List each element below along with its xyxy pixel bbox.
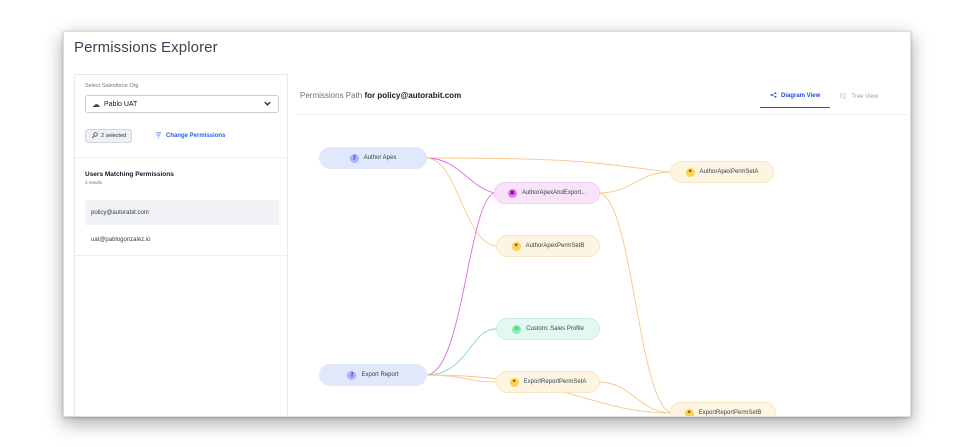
- key-icon: ⚷: [349, 153, 359, 163]
- node-export-report-permset-b[interactable]: ✦ ExportReportPermSetB: [670, 402, 776, 416]
- tree-icon: [840, 93, 847, 101]
- users-count: 2 results: [85, 180, 103, 185]
- diagram-connections: [425, 157, 674, 414]
- chevron-down-icon: [263, 99, 272, 110]
- edge-author-apex-to-permset-b: [425, 157, 497, 247]
- sidebar-divider: [75, 157, 287, 158]
- profile-icon: ☺: [512, 324, 522, 334]
- cloud-icon: ☁: [92, 99, 100, 109]
- permission-set-icon: ✦: [685, 167, 695, 177]
- sidebar-divider: [75, 255, 287, 256]
- org-select[interactable]: ☁ Pablo UAT: [85, 95, 279, 113]
- tab-diagram-view[interactable]: Diagram View: [760, 92, 831, 108]
- tab-label: Diagram View: [781, 93, 821, 99]
- node-author-apex-permset-a[interactable]: ✦ AuthorApexPermSetA: [670, 161, 774, 183]
- selected-permissions-chip[interactable]: 2 selected: [85, 129, 133, 143]
- edge-group-to-permset-a: [597, 171, 671, 194]
- node-author-apex-permset-b[interactable]: ✦ AuthorApexPermSetB: [496, 235, 600, 257]
- permissions-diagram: ⚷ Author Apex ⚷ Export Report ▣ AuthorAp…: [288, 74, 910, 416]
- node-label: AuthorApexPermSetA: [699, 169, 759, 175]
- app-window: Permissions Explorer Select Salesforce O…: [63, 31, 911, 417]
- edge-author-apex-to-group: [425, 157, 495, 194]
- node-export-report-permset-a[interactable]: ✦ ExportReportPermSetA: [496, 371, 600, 393]
- node-label: Custom: Sales Profile: [526, 326, 584, 332]
- user-item-policy[interactable]: policy@autorabit.com: [85, 200, 279, 225]
- permission-set-icon: ✦: [511, 241, 521, 251]
- change-permissions-link[interactable]: Change Permissions: [155, 132, 225, 140]
- tab-label: Tree View: [851, 93, 878, 100]
- main-divider: [296, 114, 908, 115]
- user-email: policy@autorabit.com: [91, 209, 149, 216]
- org-select-label: Select Salesforce Org: [85, 83, 139, 89]
- edge-author-apex-to-permset-a: [425, 157, 671, 173]
- key-icon: ⚷: [347, 370, 357, 380]
- node-author-apex-and-export[interactable]: ▣ AuthorApexAndExport...: [494, 182, 600, 204]
- node-label: AuthorApexPermSetB: [525, 243, 585, 249]
- selected-count: 2 selected: [101, 133, 127, 139]
- users-heading: Users Matching Permissions: [85, 171, 174, 178]
- edge-group-to-permset-b-export: [597, 192, 674, 414]
- node-label: ExportReportPermSetA: [523, 379, 587, 385]
- edge-export-to-profile: [425, 328, 497, 376]
- node-label: Author Apex: [363, 155, 397, 161]
- user-item-uat[interactable]: uat@pablogonzalez.io: [85, 227, 279, 252]
- user-email: uat@pablogonzalez.io: [91, 236, 151, 243]
- view-tabs: Diagram View Tree View: [760, 92, 888, 108]
- group-icon: ▣: [507, 188, 517, 198]
- filter-icon: [155, 132, 162, 140]
- sidebar: Select Salesforce Org ☁ Pablo UAT 2 sele…: [74, 74, 288, 416]
- edge-export-to-group: [425, 192, 495, 376]
- main-area: Permissions Path for policy@autorabit.co…: [288, 74, 910, 416]
- permission-set-icon: ✦: [684, 408, 694, 416]
- path-prefix: Permissions Path: [300, 91, 363, 100]
- node-label: AuthorApexAndExport...: [521, 190, 587, 196]
- permissions-path-title: Permissions Path for policy@autorabit.co…: [300, 91, 461, 100]
- page-title: Permissions Explorer: [74, 39, 218, 56]
- node-label: ExportReportPermSetB: [698, 410, 762, 416]
- edge-export-to-permset-b: [425, 374, 674, 414]
- permission-set-icon: ✦: [509, 377, 519, 387]
- node-custom-sales-profile[interactable]: ☺ Custom: Sales Profile: [496, 318, 600, 340]
- path-user: for policy@autorabit.com: [364, 91, 462, 100]
- org-select-value: Pablo UAT: [104, 100, 138, 108]
- change-permissions-label: Change Permissions: [166, 133, 226, 139]
- diagram-icon: [770, 92, 777, 100]
- node-author-apex[interactable]: ⚷ Author Apex: [319, 147, 427, 169]
- key-icon: [91, 131, 98, 141]
- node-label: Export Report: [361, 372, 399, 378]
- tab-tree-view[interactable]: Tree View: [830, 92, 888, 108]
- edge-export-permset-a-to-b: [597, 381, 674, 414]
- node-export-report[interactable]: ⚷ Export Report: [319, 364, 427, 386]
